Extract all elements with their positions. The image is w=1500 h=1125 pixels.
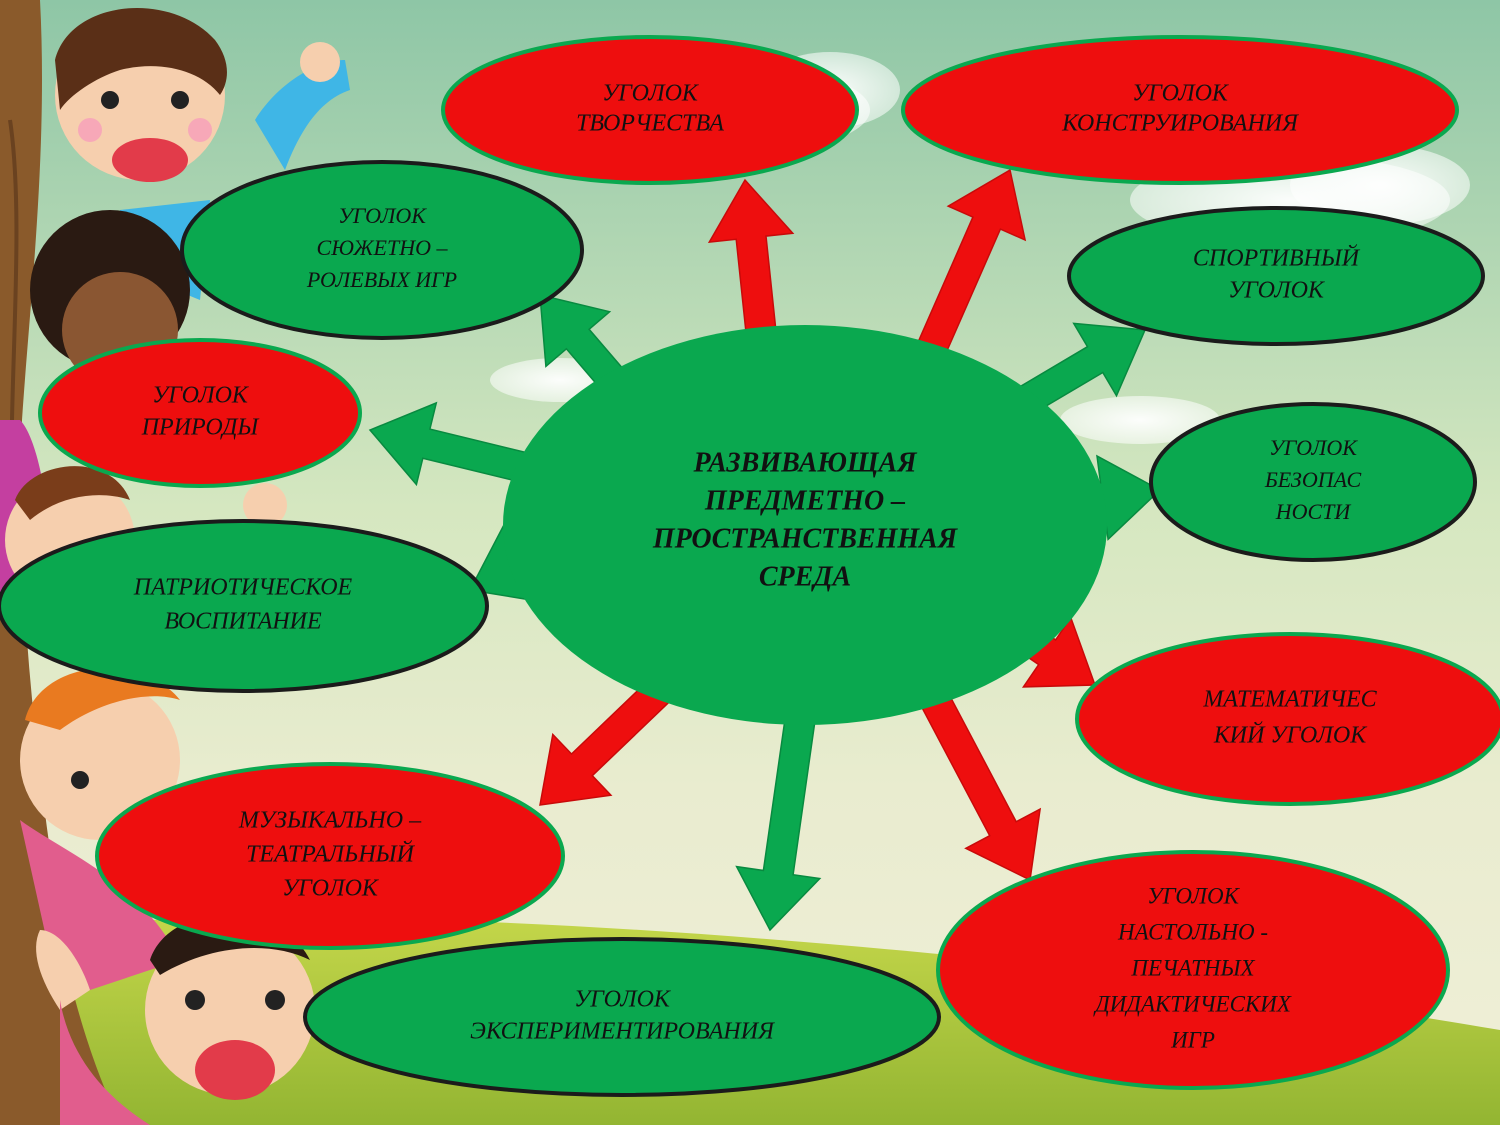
arrow-to-nastolno-pechatnye (920, 691, 1042, 882)
node-bezopasnost-label-line: БЕЗОПАС (1264, 467, 1362, 492)
node-syuzhetno-rolevye: УГОЛОК СЮЖЕТНО – РОЛЕВЫХ ИГР (180, 160, 584, 340)
node-konstruirovanie-label-line: КОНСТРУИРОВАНИЯ (1061, 111, 1299, 137)
node-konstruirovanie-label: УГОЛОК КОНСТРУИРОВАНИЯ (1061, 81, 1299, 137)
arrow-to-muzykalno-teatralny (539, 678, 672, 806)
node-nastolno-pechatnye-label-line: ИГР (1170, 1027, 1215, 1052)
node-eksperimentirovanie-label: УГОЛОК ЭКСПЕРИМЕНТИРОВАНИЯ (470, 987, 775, 1045)
node-muzykalno-teatralny-label-line: МУЗЫКАЛЬНО – (238, 808, 422, 834)
node-nastolno-pechatnye-label-line: ДИДАКТИЧЕСКИХ (1093, 991, 1292, 1016)
center-node: РАЗВИВАЮЩАЯ ПРЕДМЕТНО – ПРОСТРАНСТВЕННАЯ СР… (503, 325, 1107, 725)
node-muzykalno-teatralny-ellipse (95, 762, 565, 950)
node-nastolno-pechatnye-label-line: НАСТОЛЬНО - (1117, 919, 1268, 944)
node-matematichesky: МАТЕМАТИЧЕС КИЙ УГОЛОК (1075, 632, 1500, 806)
node-bezopasnost-label: УГОЛОК БЕЗОПАС НОСТИ (1264, 435, 1362, 524)
node-tvorchestvo-label-line: ТВОРЧЕСТВА (576, 111, 724, 137)
center-label-line: РАЗВИВАЮЩАЯ (692, 447, 917, 478)
node-syuzhetno-rolevye-ellipse (180, 160, 584, 340)
node-sportivny-label: СПОРТИВНЫЙ УГОЛОК (1193, 245, 1361, 304)
node-syuzhetno-rolevye-label: УГОЛОК СЮЖЕТНО – РОЛЕВЫХ ИГР (306, 203, 457, 292)
node-patrioticheskoe: ПАТРИОТИЧЕСКОЕ ВОСПИТАНИЕ (0, 519, 489, 693)
node-nastolno-pechatnye-ellipse (936, 850, 1450, 1090)
node-tvorchestvo-ellipse (441, 35, 859, 185)
node-muzykalno-teatralny-label-line: УГОЛОК (282, 876, 380, 902)
node-patrioticheskoe-ellipse (0, 519, 489, 693)
node-muzykalno-teatralny-label-line: ТЕАТРАЛЬНЫЙ (246, 841, 416, 868)
node-matematichesky-label: МАТЕМАТИЧЕС КИЙ УГОЛОК (1202, 687, 1377, 749)
node-sportivny: СПОРТИВНЫЙ УГОЛОК (1067, 206, 1485, 346)
node-bezopasnost-label-line: НОСТИ (1275, 499, 1352, 524)
center-label-line: СРЕДА (759, 561, 851, 592)
node-syuzhetno-rolevye-label-line: УГОЛОК (338, 203, 427, 228)
node-priroda: УГОЛОК ПРИРОДЫ (38, 338, 362, 488)
node-tvorchestvo-label-line: УГОЛОК (602, 81, 700, 107)
node-eksperimentirovanie: УГОЛОК ЭКСПЕРИМЕНТИРОВАНИЯ (303, 937, 941, 1097)
node-matematichesky-label-line: КИЙ УГОЛОК (1213, 722, 1368, 749)
node-priroda-label-line: УГОЛОК (152, 383, 250, 409)
node-eksperimentirovanie-label-line: УГОЛОК (574, 987, 672, 1013)
node-nastolno-pechatnye-label-line: УГОЛОК (1147, 883, 1240, 908)
node-konstruirovanie-ellipse (901, 35, 1459, 185)
node-patrioticheskoe-label: ПАТРИОТИЧЕСКОЕ ВОСПИТАНИЕ (133, 575, 353, 635)
node-nastolno-pechatnye-label: УГОЛОК НАСТОЛЬНО - ПЕЧАТНЫХ ДИДАКТИЧЕСКИХ ИГ… (1093, 883, 1292, 1052)
node-tvorchestvo: УГОЛОК ТВОРЧЕСТВА (441, 35, 859, 185)
node-sportivny-label-line: УГОЛОК (1228, 278, 1326, 304)
node-patrioticheskoe-label-line: ВОСПИТАНИЕ (164, 609, 322, 635)
node-konstruirovanie-label-line: УГОЛОК (1132, 81, 1230, 107)
node-bezopasnost-ellipse (1149, 402, 1477, 562)
node-priroda-label: УГОЛОК ПРИРОДЫ (141, 383, 261, 441)
node-konstruirovanie: УГОЛОК КОНСТРУИРОВАНИЯ (901, 35, 1459, 185)
node-patrioticheskoe-label-line: ПАТРИОТИЧЕСКОЕ (133, 575, 353, 601)
node-syuzhetno-rolevye-label-line: СЮЖЕТНО – (317, 235, 449, 260)
node-sportivny-label-line: СПОРТИВНЫЙ (1193, 245, 1361, 272)
node-eksperimentirovanie-label-line: ЭКСПЕРИМЕНТИРОВАНИЯ (470, 1019, 775, 1045)
node-bezopasnost-label-line: УГОЛОК (1269, 435, 1358, 460)
node-muzykalno-teatralny: МУЗЫКАЛЬНО – ТЕАТРАЛЬНЫЙ УГОЛОК (95, 762, 565, 950)
node-matematichesky-ellipse (1075, 632, 1500, 806)
center-label-line: ПРОСТРАНСТВЕННАЯ (652, 523, 958, 554)
node-sportivny-ellipse (1067, 206, 1485, 346)
center-label-line: ПРЕДМЕТНО – (704, 485, 905, 516)
node-syuzhetno-rolevye-label-line: РОЛЕВЫХ ИГР (306, 267, 457, 292)
center-ellipse (503, 325, 1107, 725)
node-nastolno-pechatnye-label-line: ПЕЧАТНЫХ (1130, 955, 1255, 980)
node-priroda-ellipse (38, 338, 362, 488)
node-priroda-label-line: ПРИРОДЫ (141, 415, 261, 441)
node-nastolno-pechatnye: УГОЛОК НАСТОЛЬНО - ПЕЧАТНЫХ ДИДАКТИЧЕСКИХ ИГ… (936, 850, 1450, 1090)
node-tvorchestvo-label: УГОЛОК ТВОРЧЕСТВА (576, 81, 724, 137)
center-label: РАЗВИВАЮЩАЯ ПРЕДМЕТНО – ПРОСТРАНСТВЕННАЯ СР… (652, 447, 958, 592)
node-muzykalno-teatralny-label: МУЗЫКАЛЬНО – ТЕАТРАЛЬНЫЙ УГОЛОК (238, 808, 422, 902)
node-eksperimentirovanie-ellipse (303, 937, 941, 1097)
node-bezopasnost: УГОЛОК БЕЗОПАС НОСТИ (1149, 402, 1477, 562)
node-matematichesky-label-line: МАТЕМАТИЧЕС (1202, 687, 1377, 713)
arrow-to-eksperimentirovanie (735, 717, 822, 932)
